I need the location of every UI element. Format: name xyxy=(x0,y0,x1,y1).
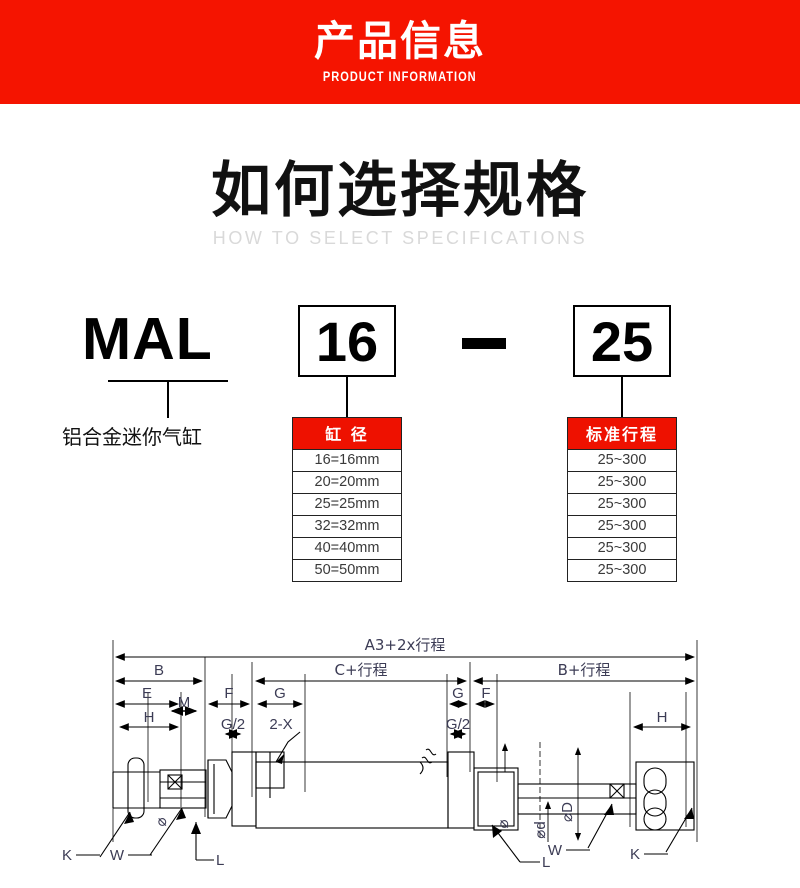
table-row: 16=16mm xyxy=(293,449,401,471)
table-row: 25=25mm xyxy=(293,493,401,515)
stroke-code-box: 25 xyxy=(573,305,671,377)
dim-label-b-stroke: B+行程 xyxy=(558,661,611,679)
bore-table-header: 缸 径 xyxy=(293,418,401,449)
table-row: 25~300 xyxy=(568,515,676,537)
stroke-table-header: 标准行程 xyxy=(568,418,676,449)
callout-label-port: 2-X xyxy=(269,716,292,733)
callout-label-k-right: K xyxy=(630,846,640,863)
stroke-spec-table: 标准行程 25~300 25~300 25~300 25~300 25~300 … xyxy=(567,417,677,582)
bore-spec-table: 缸 径 16=16mm 20=20mm 25=25mm 32=32mm 40=4… xyxy=(292,417,402,582)
table-row: 50=50mm xyxy=(293,559,401,581)
table-row: 20=20mm xyxy=(293,471,401,493)
dim-label-total: A3+2x行程 xyxy=(365,636,446,654)
table-row: 25~300 xyxy=(568,471,676,493)
dim-label-g-half-right: G/2 xyxy=(446,716,470,733)
model-series-code: MAL xyxy=(82,306,213,372)
banner-title-cn: 产品信息 xyxy=(314,16,486,65)
dim-label-c-stroke: C+行程 xyxy=(334,661,387,679)
page-banner: 产品信息 PRODUCT INFORMATION xyxy=(0,0,800,104)
page-title: 如何选择规格 xyxy=(211,156,589,226)
table-row: 25~300 xyxy=(568,493,676,515)
page-subtitle: HOW TO SELECT SPECIFICATIONS xyxy=(212,228,588,248)
dim-label-g-half-left: G/2 xyxy=(221,716,245,733)
callout-label-l-left: L xyxy=(216,852,224,869)
dim-label-e: E xyxy=(142,685,152,702)
banner-title-en: PRODUCT INFORMATION xyxy=(323,69,477,85)
code-separator-dash xyxy=(462,338,506,349)
series-connector-stem xyxy=(167,380,169,418)
dim-label-diameter-rod-right: ⌀ xyxy=(495,819,512,828)
series-description: 铝合金迷你气缸 xyxy=(62,425,202,449)
cylinder-dimension-drawing: A3+2x行程 B C+行程 B+行程 E F G G F M H H G/2 … xyxy=(62,636,698,871)
dim-label-h-left: H xyxy=(144,709,155,726)
table-row: 25~300 xyxy=(568,559,676,581)
stroke-connector-stem xyxy=(621,377,623,417)
table-row: 25~300 xyxy=(568,449,676,471)
callout-label-w-left: W xyxy=(110,847,125,864)
dim-label-diameter-major: ⌀D xyxy=(559,802,576,822)
table-row: 25~300 xyxy=(568,537,676,559)
dim-label-f-left: F xyxy=(224,685,233,702)
dim-label-g-left: G xyxy=(274,685,286,702)
bore-connector-stem xyxy=(346,377,348,417)
table-row: 40=40mm xyxy=(293,537,401,559)
dim-label-f-right: F xyxy=(481,685,490,702)
dim-label-diameter-rod-left: ⌀ xyxy=(153,817,170,826)
callout-label-w-right: W xyxy=(548,842,563,859)
dim-label-h-right: H xyxy=(657,709,668,726)
callout-label-k-left: K xyxy=(62,847,72,864)
dim-label-m: M xyxy=(178,694,191,711)
bore-code-box: 16 xyxy=(298,305,396,377)
table-row: 32=32mm xyxy=(293,515,401,537)
dim-label-diameter-minor: ⌀d xyxy=(532,821,549,838)
callout-label-l-right: L xyxy=(542,854,550,871)
dim-label-g-right: G xyxy=(452,685,464,702)
dim-label-b: B xyxy=(154,662,164,679)
